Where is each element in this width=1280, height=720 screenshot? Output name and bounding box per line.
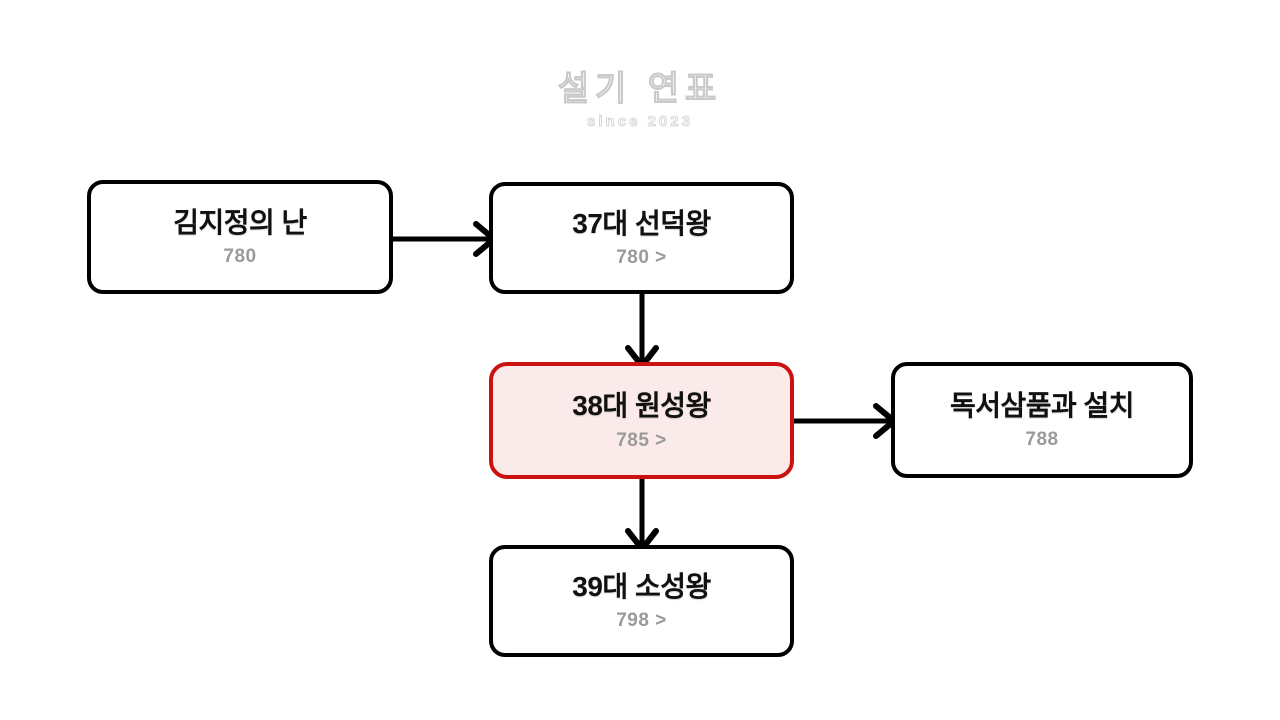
node-year: 785 > (616, 429, 667, 451)
node-year: 780 (223, 246, 257, 268)
node-title: 37대 선덕왕 (572, 207, 711, 239)
connector-kimjijeong-to-king37 (384, 221, 499, 257)
node-title: 38대 원성왕 (572, 390, 711, 422)
connector-king38-to-king39 (625, 471, 659, 554)
connector-king38-to-dokseo (784, 403, 899, 439)
node-kimjijeong[interactable]: 김지정의 난 780 (87, 180, 393, 294)
watermark-subtitle: since 2023 (587, 113, 693, 131)
node-year: 780 > (616, 247, 667, 269)
node-king39[interactable]: 39대 소성왕 798 > (489, 545, 794, 657)
watermark-title: 설기 연표 (557, 69, 723, 108)
node-year: 798 > (616, 610, 667, 632)
node-king38[interactable]: 38대 원성왕 785 > (489, 362, 794, 479)
node-year: 788 (1025, 429, 1059, 451)
node-title: 39대 소성왕 (572, 570, 711, 602)
watermark: 설기 연표 since 2023 (0, 69, 1280, 131)
node-king37[interactable]: 37대 선덕왕 780 > (489, 182, 794, 294)
node-dokseo-sampumgwa[interactable]: 독서삼품과 설치 788 (891, 362, 1193, 478)
node-title: 김지정의 난 (173, 206, 307, 238)
node-title: 독서삼품과 설치 (949, 389, 1135, 421)
connector-king37-to-king38 (625, 286, 659, 371)
